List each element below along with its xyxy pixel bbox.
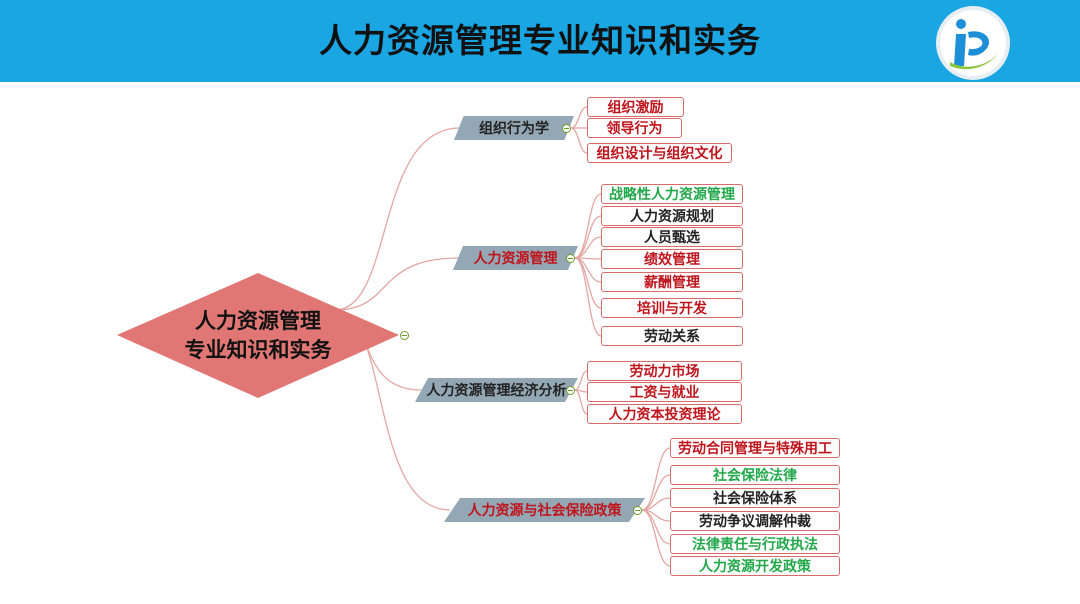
leaf-node: 人力资源规划 [601, 206, 743, 226]
leaf-node: 社会保险体系 [670, 488, 840, 508]
branch-collapse-toggle[interactable] [566, 386, 575, 395]
root-branch-connector [334, 127, 461, 311]
leaf-node: 劳动力市场 [587, 361, 742, 381]
branch-leaf-connector [641, 474, 671, 511]
page-title: 人力资源管理专业知识和实务 [319, 21, 761, 60]
ip-logo-icon [934, 4, 1012, 82]
leaf-node: 绩效管理 [601, 249, 743, 269]
branch-node: 人力资源管理经济分析 [415, 378, 578, 402]
branch-leaf-connector [570, 106, 588, 129]
branch-leaf-connector [574, 215, 602, 259]
leaf-node: 人员甄选 [601, 227, 743, 247]
root-branch-connector [334, 257, 460, 311]
branch-node: 人力资源与社会保险政策 [444, 498, 645, 522]
root-collapse-toggle[interactable] [400, 331, 409, 340]
leaf-node: 薪酬管理 [601, 272, 743, 292]
branch-node: 人力资源管理 [453, 246, 578, 270]
leaf-node: 劳动关系 [601, 326, 743, 346]
branch-collapse-toggle[interactable] [566, 254, 575, 263]
branch-collapse-toggle[interactable] [633, 506, 642, 515]
leaf-node: 人力资源开发政策 [670, 556, 840, 576]
branch-node: 组织行为学 [454, 116, 574, 140]
root-node: 人力资源管理 专业知识和实务 [117, 273, 399, 398]
leaf-node: 领导行为 [587, 118, 682, 138]
leaf-node: 社会保险法律 [670, 465, 840, 485]
leaf-node: 组织设计与组织文化 [587, 143, 732, 163]
branch-leaf-connector [570, 127, 588, 154]
root-label-line2: 专业知识和实务 [184, 337, 332, 362]
branch-leaf-connector [641, 447, 671, 511]
leaf-node: 劳动争议调解仲裁 [670, 511, 840, 531]
branch-leaf-connector [574, 257, 602, 337]
branch-leaf-connector [574, 389, 588, 415]
branch-leaf-connector [641, 509, 671, 567]
leaf-node: 战略性人力资源管理 [601, 184, 743, 204]
leaf-node: 组织激励 [587, 97, 684, 117]
branch-collapse-toggle[interactable] [562, 124, 571, 133]
leaf-node: 劳动合同管理与特殊用工 [670, 438, 840, 458]
leaf-node: 人力资本投资理论 [587, 404, 742, 424]
leaf-node: 培训与开发 [601, 298, 743, 318]
root-label-line1: 人力资源管理 [195, 308, 321, 333]
leaf-node: 法律责任与行政执法 [670, 534, 840, 554]
title-bar [0, 0, 1080, 82]
leaf-node: 工资与就业 [587, 382, 742, 402]
branch-leaf-connector [574, 370, 588, 391]
